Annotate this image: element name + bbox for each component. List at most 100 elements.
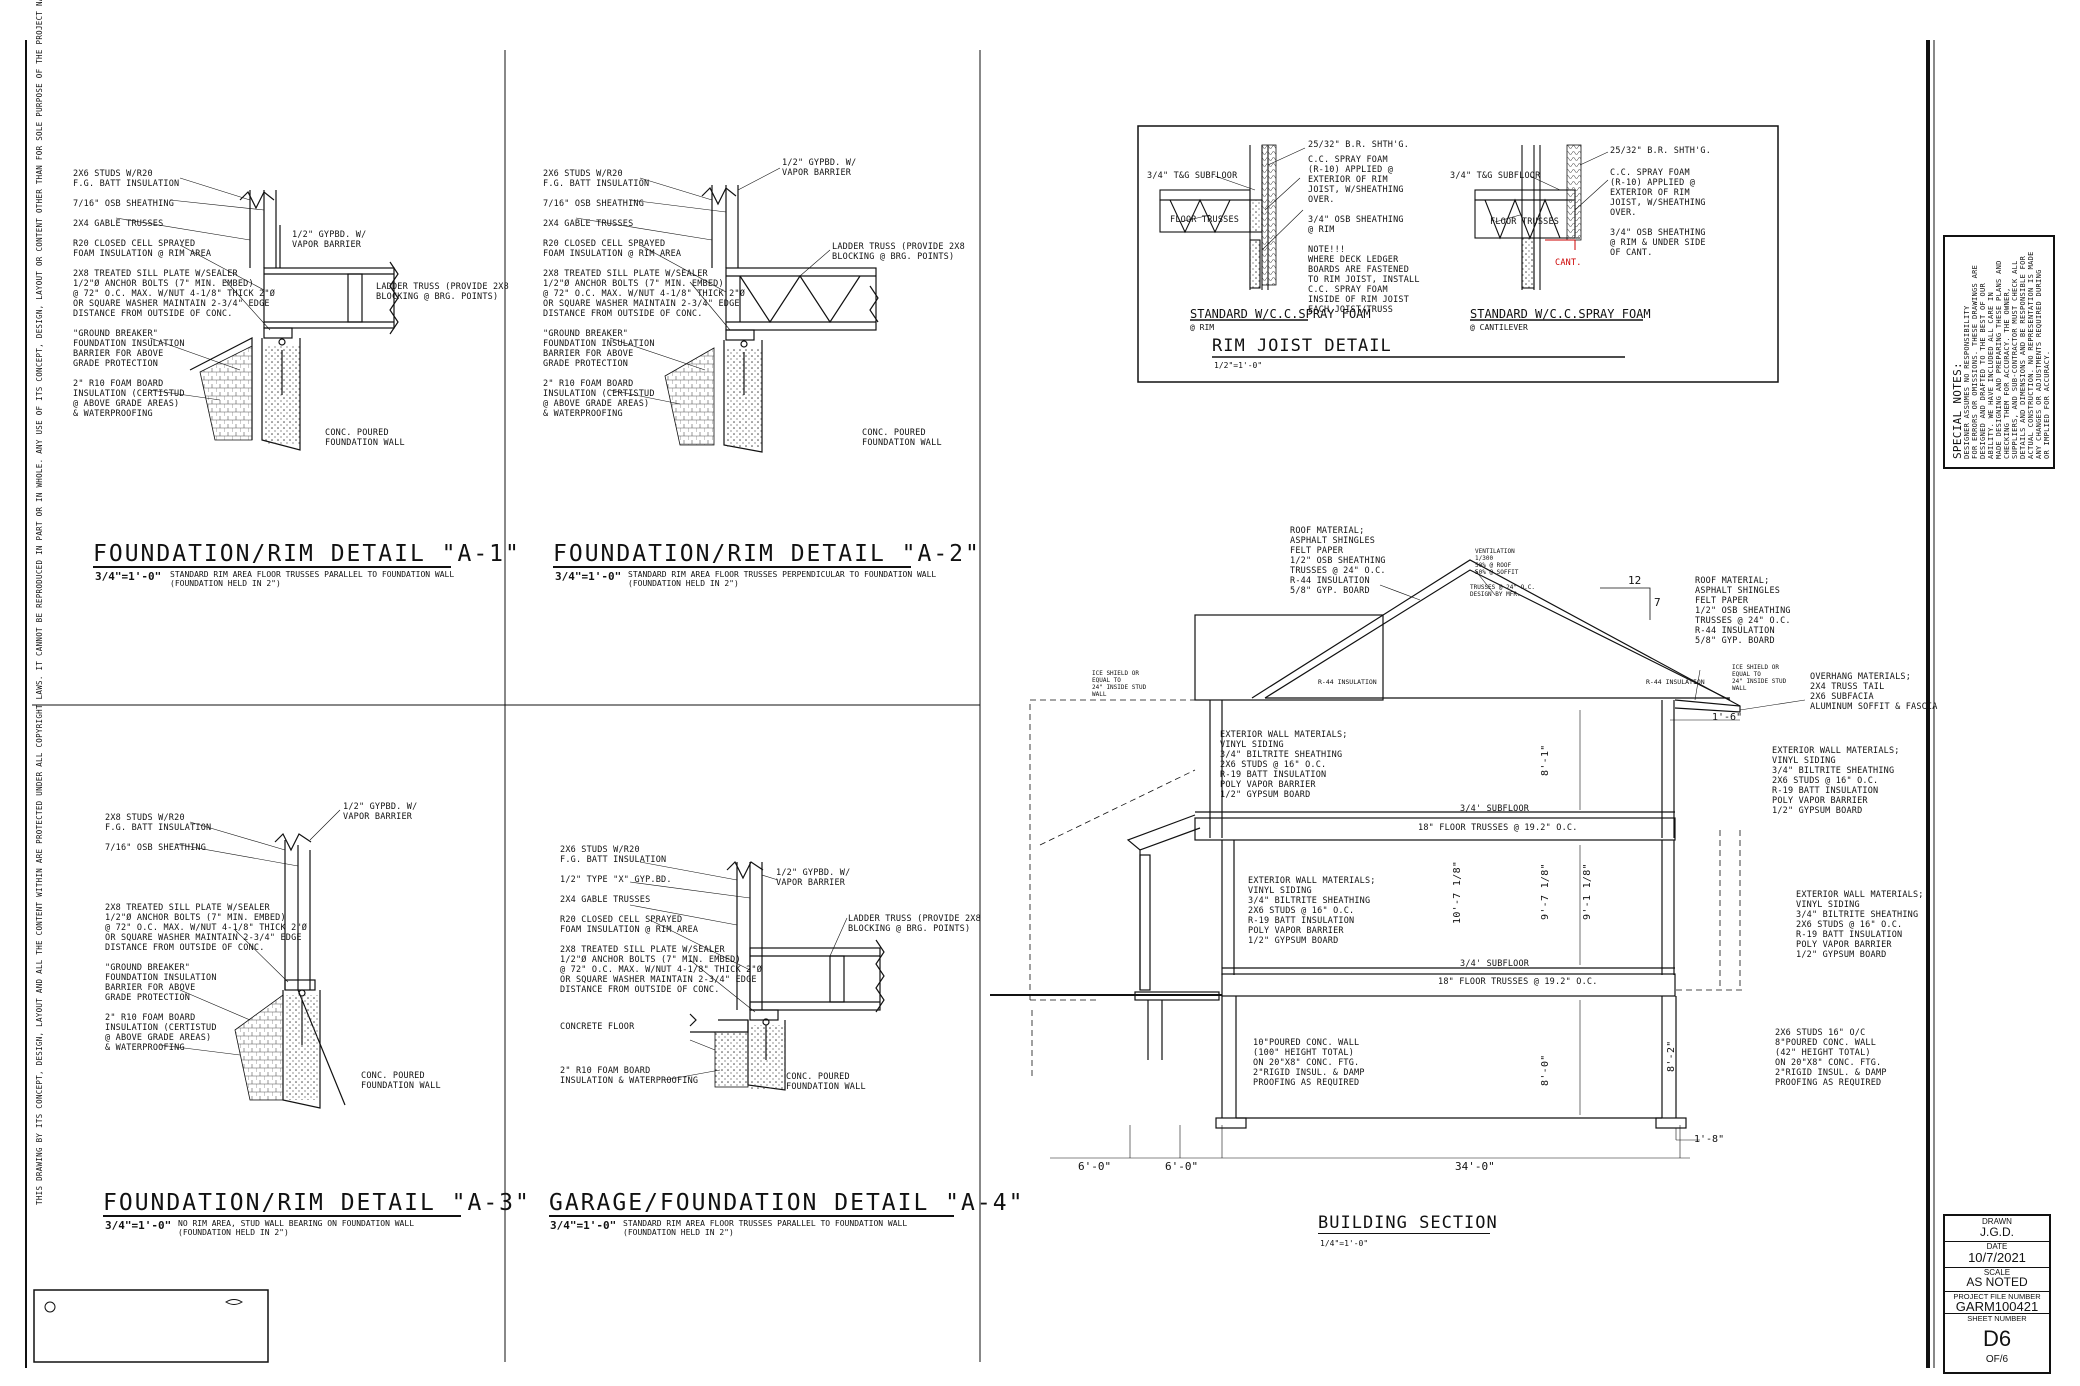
title-block: DRAWN J.G.D. DATE 10/7/2021 SCALE AS NOT… — [1943, 1214, 2051, 1374]
rim-left-sheathing: 25/32" B.R. SHTH'G. — [1308, 140, 1410, 150]
bs-dim-6b: 6'-0" — [1165, 1160, 1199, 1173]
detail-a3-notes: 2X8 STUDS W/R20 F.G. BATT INSULATION 7/1… — [105, 813, 308, 1053]
tb-project-value: GARM100421 — [1955, 1299, 2039, 1314]
bs-subfloor-upper: 3/4' SUBFLOOR — [1460, 804, 1530, 814]
special-notes-box: SPECIAL NOTES: DESIGNER ASSUMES NO RESPO… — [1943, 235, 2055, 469]
bs-r44-right: R-44 INSULATION — [1646, 678, 1705, 686]
bs-title-underline — [1318, 1233, 1490, 1234]
detail-a4-subtitle: STANDARD RIM AREA FLOOR TRUSSES PARALLEL… — [623, 1219, 908, 1237]
detail-a1-title-underline — [93, 566, 451, 568]
tb-project-label: PROJECT FILE NUMBER — [1945, 1291, 2049, 1301]
bs-dim-6a: 6'-0" — [1078, 1160, 1112, 1173]
detail-a2-notes: 2X6 STUDS W/R20 F.G. BATT INSULATION 7/1… — [543, 169, 746, 419]
bs-ext-wall-lower-left: EXTERIOR WALL MATERIALS; VINYL SIDING 3/… — [1248, 876, 1376, 946]
tb-scale-label: SCALE — [1945, 1267, 2049, 1277]
bs-ext-wall-upper-right: EXTERIOR WALL MATERIALS; VINYL SIDING 3/… — [1772, 746, 1900, 816]
tb-sheet-of: OF/6 — [1985, 1354, 2009, 1365]
bs-pitch-run: 12 — [1628, 574, 1642, 587]
detail-a3-title-underline — [103, 1215, 461, 1217]
bs-overhang: OVERHANG MATERIALS; 2X4 TRUSS TAIL 2X6 S… — [1810, 672, 1938, 712]
bs-dim-8: 1'-8" — [1694, 1134, 1725, 1145]
rim-left-foam: C.C. SPRAY FOAM (R-10) APPLIED @ EXTERIO… — [1308, 155, 1420, 315]
special-notes-body: DESIGNER ASSUMES NO RESPONSIBILITY FOR E… — [1963, 251, 2051, 459]
bs-trusses-design: TRUSSES @ 24" O.C. DESIGN BY MFR. — [1470, 584, 1536, 598]
detail-a1-scale: 3/4"=1'-0" — [95, 570, 162, 583]
rim-right-subfloor: 3/4" T&G SUBFLOOR — [1450, 171, 1541, 181]
bs-title: BUILDING SECTION — [1318, 1213, 1498, 1233]
detail-a1-notes: 2X6 STUDS W/R20 F.G. BATT INSULATION 7/1… — [73, 169, 276, 419]
tb-drawn-label: DRAWN — [1982, 1217, 2012, 1226]
detail-a4-wall-note: CONC. POURED FOUNDATION WALL — [786, 1072, 866, 1092]
detail-a1-subtitle: STANDARD RIM AREA FLOOR TRUSSES PARALLEL… — [170, 570, 455, 588]
rim-joist-scale: 1/2"=1'-0" — [1214, 361, 1263, 370]
rim-right-cant: CANT. — [1555, 258, 1582, 268]
tb-scale-value: AS NOTED — [1966, 1275, 2028, 1289]
rim-right-sub: @ CANTILEVER — [1470, 323, 1528, 332]
bs-ext-wall-upper-left: EXTERIOR WALL MATERIALS; VINYL SIDING 3/… — [1220, 730, 1348, 800]
rim-right-foam: C.C. SPRAY FOAM (R-10) APPLIED @ EXTERIO… — [1610, 168, 1706, 258]
detail-a4-foam-note: 2" R10 FOAM BOARD INSULATION & WATERPROO… — [560, 1066, 699, 1086]
detail-a2-title-underline — [553, 566, 911, 568]
rim-right-trusses: FLOOR TRUSSES — [1490, 217, 1560, 227]
detail-a4-floor-note: CONCRETE FLOOR — [560, 1022, 635, 1032]
rim-right-sheathing: 25/32" B.R. SHTH'G. — [1610, 146, 1712, 156]
detail-a2-title: FOUNDATION/RIM DETAIL "A-2" — [553, 541, 981, 567]
rim-left-trusses: FLOOR TRUSSES — [1170, 215, 1240, 225]
tb-date-label: DATE — [1945, 1241, 2049, 1251]
bs-dim-h4: 9'-7 1/8" — [1540, 863, 1551, 920]
bs-found-right: 2X6 STUDS 16" O/C 8"POURED CONC. WALL (4… — [1775, 1028, 1887, 1088]
detail-a3-subtitle: NO RIM AREA, STUD WALL BEARING ON FOUNDA… — [178, 1219, 415, 1237]
detail-a3-wall-note: CONC. POURED FOUNDATION WALL — [361, 1071, 441, 1091]
bs-found-left: 10"POURED CONC. WALL (100" HEIGHT TOTAL)… — [1253, 1038, 1365, 1088]
bs-roof-left: ROOF MATERIAL; ASPHALT SHINGLES FELT PAP… — [1290, 526, 1386, 596]
rim-left-sub: @ RIM — [1190, 323, 1215, 332]
detail-a2-scale: 3/4"=1'-0" — [555, 570, 622, 583]
bs-roof-right: ROOF MATERIAL; ASPHALT SHINGLES FELT PAP… — [1695, 576, 1791, 646]
detail-a1-wall-note: CONC. POURED FOUNDATION WALL — [325, 428, 405, 448]
detail-a1-gypbd-note: 1/2" GYPBD. W/ VAPOR BARRIER — [292, 230, 367, 250]
detail-a2-subtitle: STANDARD RIM AREA FLOOR TRUSSES PERPENDI… — [628, 570, 937, 588]
rim-left-subfloor: 3/4" T&G SUBFLOOR — [1147, 171, 1238, 181]
bs-pitch-rise: 7 — [1654, 596, 1661, 609]
detail-a4-scale: 3/4"=1'-0" — [550, 1219, 617, 1232]
detail-a3-gypbd-note: 1/2" GYPBD. W/ VAPOR BARRIER — [343, 802, 418, 822]
bs-ice-left: ICE SHIELD OR EQUAL TO 24" INSIDE STUD W… — [1092, 670, 1147, 698]
bs-dim-h3: 8'-1" — [1540, 744, 1551, 776]
tb-sheet-label: SHEET NUMBER — [1945, 1313, 2049, 1323]
detail-a3-title: FOUNDATION/RIM DETAIL "A-3" — [103, 1190, 531, 1216]
detail-a4-truss-note: LADDER TRUSS (PROVIDE 2X8 BLOCKING @ BRG… — [848, 914, 981, 934]
tb-date-value: 10/7/2021 — [1968, 1250, 2026, 1265]
tb-drawn-value: J.G.D. — [1979, 1225, 2014, 1239]
bs-subfloor-lower: 3/4' SUBFLOOR — [1460, 959, 1530, 969]
detail-a4-title-underline — [549, 1215, 954, 1217]
bs-r44-left: R-44 INSULATION — [1318, 678, 1377, 686]
bs-trusses-lower: 18" FLOOR TRUSSES @ 19.2" O.C. — [1438, 977, 1598, 987]
detail-a4-notes: 2X6 STUDS W/R20 F.G. BATT INSULATION 1/2… — [560, 845, 763, 995]
bs-dim-h2: 9'-1 1/8" — [1582, 863, 1593, 920]
detail-a4-gypbd-note: 1/2" GYPBD. W/ VAPOR BARRIER — [776, 868, 851, 888]
rim-left-label: STANDARD W/C.C.SPRAY FOAM — [1190, 307, 1371, 321]
rim-right-label: STANDARD W/C.C.SPRAY FOAM — [1470, 307, 1651, 321]
detail-a3-scale: 3/4"=1'-0" — [105, 1219, 172, 1232]
bs-ice-right: ICE SHIELD OR EQUAL TO 24" INSIDE STUD W… — [1732, 664, 1787, 692]
bs-trusses-upper: 18" FLOOR TRUSSES @ 19.2" O.C. — [1418, 823, 1578, 833]
bs-scale: 1/4"=1'-0" — [1320, 1239, 1369, 1248]
detail-a2-gypbd-note: 1/2" GYPBD. W/ VAPOR BARRIER — [782, 158, 857, 178]
detail-a2-wall-note: CONC. POURED FOUNDATION WALL — [862, 428, 942, 448]
detail-a1-truss-note: LADDER TRUSS (PROVIDE 2X8 BLOCKING @ BRG… — [376, 282, 509, 302]
bs-dim-34: 34'-0" — [1455, 1160, 1495, 1173]
rim-joist-title: RIM JOIST DETAIL — [1212, 336, 1392, 356]
detail-a4-title: GARAGE/FOUNDATION DETAIL "A-4" — [549, 1190, 1025, 1216]
bs-dim-h5: 8'-0" — [1540, 1054, 1551, 1086]
detail-a2-truss-note: LADDER TRUSS (PROVIDE 2X8 BLOCKING @ BRG… — [832, 242, 965, 262]
bs-dim-h6: 8'-2" — [1666, 1040, 1677, 1072]
bs-dim-overhang: 1'-6" — [1712, 712, 1743, 723]
bs-ext-wall-lower-right: EXTERIOR WALL MATERIALS; VINYL SIDING 3/… — [1796, 890, 1924, 960]
